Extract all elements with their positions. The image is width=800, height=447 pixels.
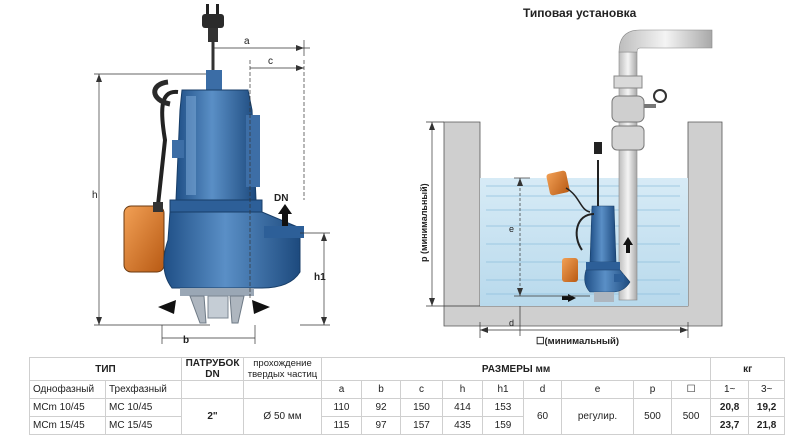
row-single: MCm 10/45: [29, 398, 106, 417]
col-kg3: 3~: [748, 380, 786, 399]
dim-label-b: b: [183, 335, 189, 346]
outlet-value: 2": [181, 398, 245, 435]
col-e: e: [561, 380, 635, 399]
dim-label-d: d: [509, 318, 514, 328]
pump-diagram: a c h h1 b DN Типовая установка: [92, 4, 723, 347]
install-dimensions: [426, 121, 689, 338]
col-square: ☐: [671, 380, 712, 399]
cell-kg3: 21,8: [748, 416, 786, 435]
cell-a: 115: [321, 416, 363, 435]
cell-h1: 159: [482, 416, 525, 435]
passage-value: Ø 50 мм: [243, 398, 323, 435]
single-phase-header: Однофазный: [29, 380, 106, 399]
d-value: 60: [523, 398, 563, 435]
cell-b: 97: [361, 416, 402, 435]
type-header: ТИП: [28, 357, 183, 381]
pump-front-view: [123, 4, 304, 324]
p-value: 500: [633, 398, 673, 435]
row-three: MC 10/45: [104, 398, 183, 417]
installation-view: [443, 29, 723, 327]
cell-b: 92: [361, 398, 402, 417]
dim-label-e: e: [509, 224, 514, 234]
install-dim-arrows: [429, 122, 688, 333]
dim-label-c: c: [268, 56, 273, 67]
dim-label-a: a: [244, 36, 250, 47]
dim-label-dn: DN: [274, 193, 288, 204]
cell-c: 150: [400, 398, 444, 417]
table-row: MCm 10/45 MC 10/45 2" Ø 50 мм 110 92 150…: [29, 398, 786, 435]
col-h1: h1: [482, 380, 525, 399]
col-a: a: [321, 380, 363, 399]
dim-label-h: h: [92, 190, 98, 201]
install-title: Типовая установка: [523, 6, 637, 20]
e-value: регулир.: [561, 398, 635, 435]
cell-c: 157: [400, 416, 444, 435]
dim-label-square: ☐(минимальный): [536, 336, 619, 347]
col-b: b: [361, 380, 402, 399]
cell-kg3: 19,2: [748, 398, 786, 417]
col-c: c: [400, 380, 444, 399]
dim-label-h1: h1: [314, 272, 326, 283]
float-switch: [123, 202, 165, 273]
outlet-subheader: [181, 380, 245, 399]
cell-h1: 153: [482, 398, 525, 417]
row-three: MC 15/45: [104, 416, 183, 435]
dim-label-p: p (минимальный): [419, 183, 429, 262]
col-p: p: [633, 380, 673, 399]
square-value: 500: [671, 398, 712, 435]
cell-kg1: 20,8: [710, 398, 750, 417]
dims-header: РАЗМЕРЫ мм: [321, 357, 712, 381]
row-single: MCm 15/45: [29, 416, 106, 435]
pump-dimensions: [94, 38, 330, 344]
cell-h: 435: [442, 416, 484, 435]
pump-dim-arrows: [96, 45, 327, 325]
cell-h: 414: [442, 398, 484, 417]
table-row: MCm 15/45 MC 15/45 115 97 157 435 159 23…: [29, 416, 786, 435]
col-d: d: [523, 380, 563, 399]
cell-kg1: 23,7: [710, 416, 750, 435]
plug-icon: [202, 4, 224, 42]
col-h: h: [442, 380, 484, 399]
passage-subheader: [243, 380, 323, 399]
kg-header: кг: [710, 357, 786, 381]
cell-a: 110: [321, 398, 363, 417]
three-phase-header: Трехфазный: [104, 380, 183, 399]
col-kg1: 1~: [710, 380, 750, 399]
